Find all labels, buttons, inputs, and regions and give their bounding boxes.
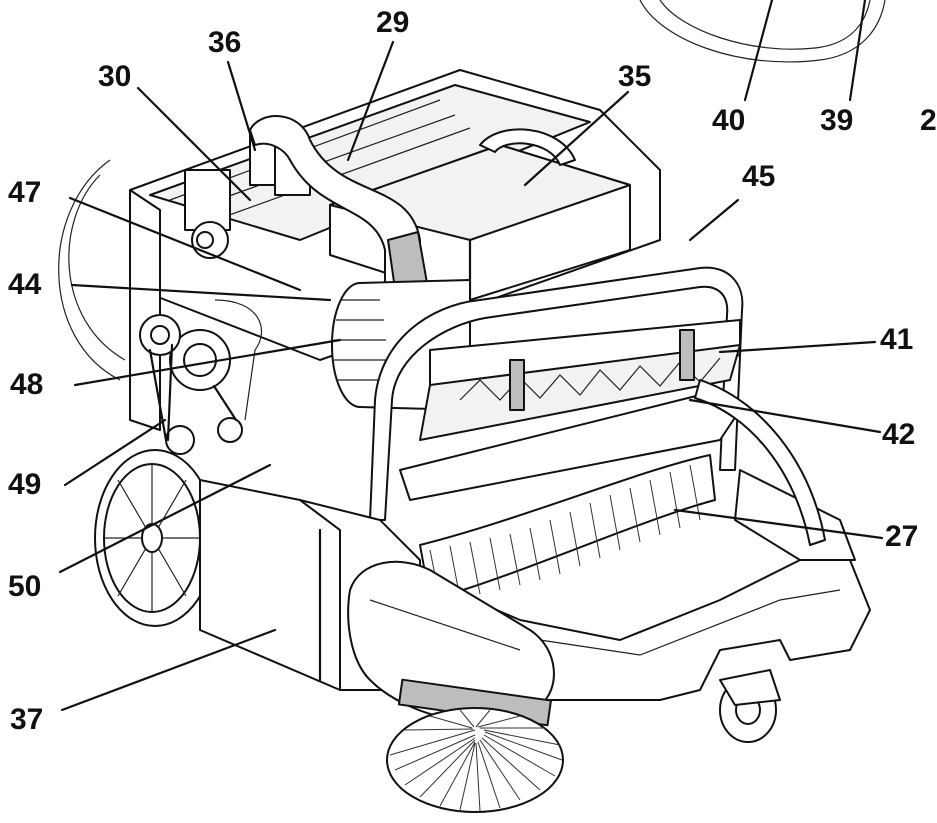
callout-35: 35 [618,60,652,93]
leader-37 [60,628,277,712]
leader-42 [688,398,882,434]
leader-36 [226,60,257,152]
rear-wheel [94,449,216,627]
leader-44 [70,283,332,302]
cable-loop [58,0,886,381]
callout-30: 30 [98,60,132,93]
leader-27 [673,508,884,540]
side-brush [386,707,564,813]
callout-45: 45 [742,160,776,193]
leader-29 [346,40,395,162]
callout-29: 29 [376,6,410,39]
leader-35 [523,90,630,187]
main-brush [419,454,716,601]
belt-drive [139,299,263,455]
callout-27: 27 [885,520,919,553]
callout-40: 40 [712,104,746,137]
leader-30 [136,86,252,202]
leader-49 [63,418,167,487]
callout-47: 47 [8,176,42,209]
callout-36: 36 [208,26,242,59]
callout-44: 44 [8,268,42,301]
leader-40 [743,0,774,102]
callout-41: 41 [880,323,914,356]
callout-42: 42 [882,418,916,451]
callout-50: 50 [8,570,42,603]
leader-lines [58,0,884,712]
leader-50 [58,463,272,574]
leader-41 [718,340,877,354]
leader-39 [848,0,867,102]
callout-39: 39 [820,104,854,137]
side-brush-cover [347,560,555,727]
leader-45 [688,198,740,242]
leader-48 [73,338,342,387]
hopper-frame [369,266,744,521]
leader-47 [68,196,302,292]
castor-wheel [719,669,781,743]
callout-37: 37 [10,703,44,736]
callout-49: 49 [8,468,42,501]
callout-48: 48 [10,368,44,401]
callout-2x: 2 [920,104,937,137]
